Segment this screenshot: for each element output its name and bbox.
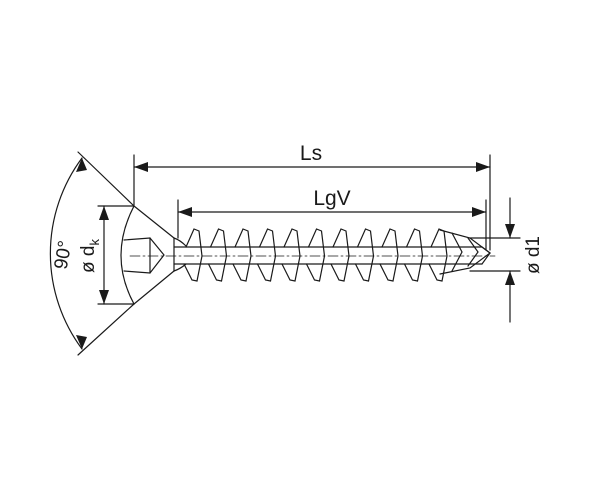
dk-arrow-top — [99, 206, 109, 220]
tip-core-bottom — [481, 252, 491, 265]
angle-extension-bottom — [77, 303, 135, 356]
dk-label-subscript: k — [87, 239, 102, 246]
angle-arrow-bottom — [76, 335, 87, 349]
lgv-arrow-right — [472, 207, 486, 217]
d1-arrow-bottom — [505, 271, 515, 285]
angle-label: 90° — [51, 239, 77, 271]
angle-arc — [49, 157, 83, 350]
dimension-ls — [133, 154, 491, 251]
thread-crest — [232, 228, 252, 282]
tip-flight-1 — [451, 232, 463, 272]
screw-head — [120, 205, 175, 305]
lgv-arrow-left — [178, 207, 192, 217]
thread-crest — [354, 228, 375, 282]
svg-text:ø dk: ø dk — [78, 239, 102, 273]
thread-crest — [207, 228, 228, 282]
ls-arrow-left — [134, 162, 148, 172]
thread-flights — [183, 228, 448, 282]
angle-extension-top — [77, 151, 135, 207]
thread-crest — [183, 228, 203, 282]
dk-label-prefix: ø d — [78, 246, 99, 273]
under-head-neck-top — [173, 237, 187, 247]
thread-crest — [305, 228, 326, 282]
dimension-lgv — [177, 199, 487, 251]
angle-arrow-top — [76, 158, 87, 172]
screw-shank — [173, 237, 483, 272]
tip-flight-2 — [467, 237, 479, 267]
d1-label: ø d1 — [523, 236, 544, 274]
thread-crest — [379, 228, 399, 282]
thread-crest — [256, 228, 277, 282]
dimension-angle — [49, 151, 135, 356]
dk-arrow-bottom — [99, 290, 109, 304]
ls-label: Ls — [300, 142, 322, 165]
head-recess — [123, 237, 165, 274]
angle-label-text: 90° — [51, 239, 77, 271]
head-cone-top — [133, 205, 175, 239]
dk-label: ø dk — [78, 239, 102, 273]
thread-crest — [330, 228, 350, 282]
ls-arrow-right — [476, 162, 490, 172]
dimension-d1 — [469, 197, 521, 323]
d1-arrow-top — [505, 224, 515, 238]
dimension-dk — [97, 205, 135, 305]
head-cone-bottom — [133, 270, 175, 305]
lgv-label: LgV — [313, 187, 350, 210]
thread-crest — [403, 228, 424, 282]
tip-outline — [439, 229, 491, 275]
screw-tip — [439, 229, 491, 275]
thread-crest — [428, 228, 448, 282]
head-top-arc — [120, 205, 135, 305]
d1-label-text: ø d1 — [523, 236, 544, 274]
thread-crest — [281, 228, 301, 282]
